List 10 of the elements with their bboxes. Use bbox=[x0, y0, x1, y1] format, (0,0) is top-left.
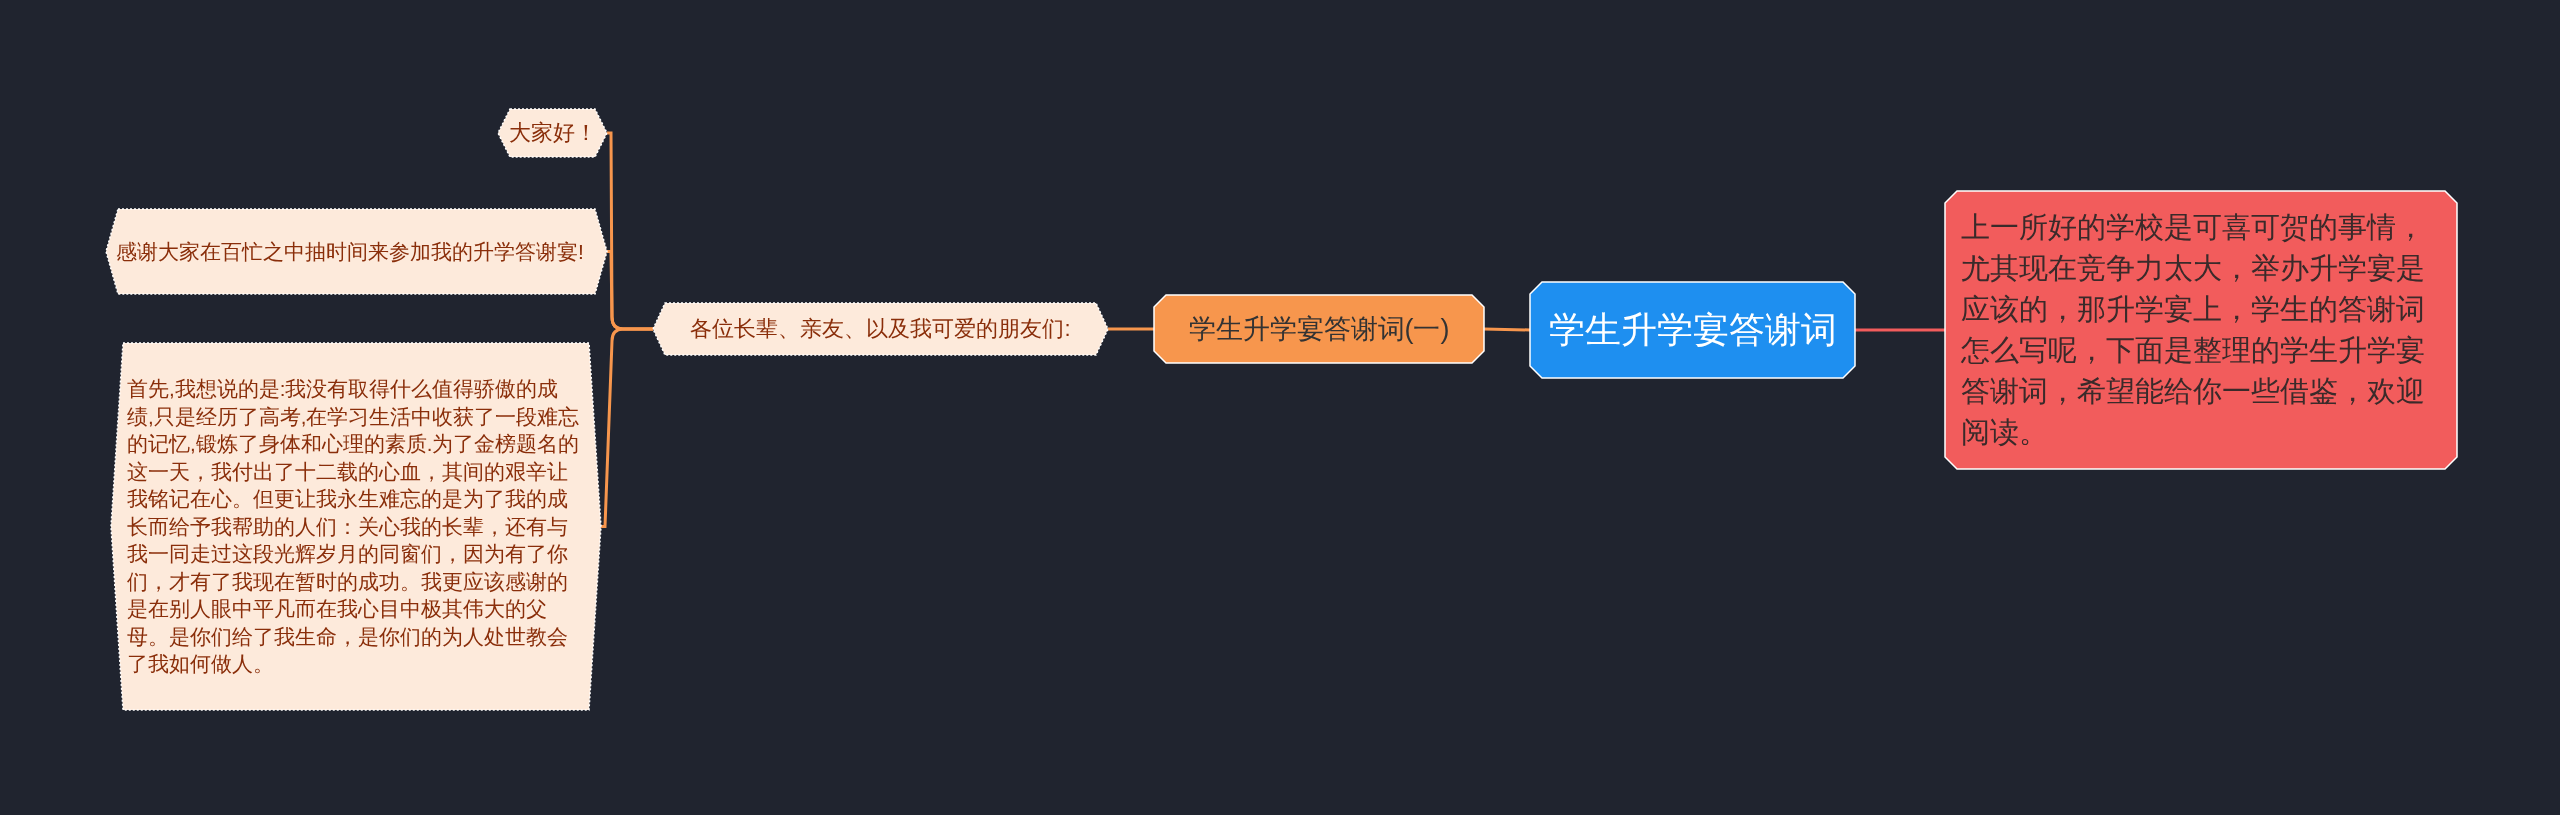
connector-line bbox=[1855, 328, 1945, 332]
subtopic-box: 学生升学宴答谢词(一) bbox=[1154, 295, 1484, 363]
topic-box: 学生升学宴答谢词 bbox=[1530, 282, 1855, 378]
text-box: 大家好！ bbox=[498, 109, 607, 157]
summary-box: 上一所好的学校是可喜可贺的事情，尤其现在竞争力太大，举办升学宴是应该的，那升学宴上，学生的答谢词怎么写呢，下面是整理的学生升学宴答谢词，希望能给你一些借鉴，欢迎阅读。 bbox=[1945, 191, 2457, 469]
text-box: 各位长辈、亲友、以及我可爱的朋友们: bbox=[653, 303, 1108, 355]
connector-line bbox=[1108, 327, 1154, 331]
paragraph-box: 首先,我想说的是:我没有取得什么值得骄傲的成绩,只是经历了高考,在学习生活中收获了一段难忘的记忆,锻炼了身体和心理的素质.为了金榜题名的这一天，我付出了十二载的心血，其间的艰辛让我铭记在心。但更让我永生难忘的是为了我的成长而给予我帮助的人们：关心我的长辈，还有与我一同走过这段光辉岁月的同窗们，因为有了你们，才有了我现在暂时的成功。我更应该感谢的是在别人眼中平凡而在我心目中极其伟大的父母。是你们给了我生命，是你们的为人处世教会了我如何做人。 bbox=[111, 343, 601, 710]
text-box: 感谢大家在百忙之中抽时间来参加我的升学答谢宴! bbox=[106, 209, 607, 294]
connector-line bbox=[601, 327, 653, 528]
